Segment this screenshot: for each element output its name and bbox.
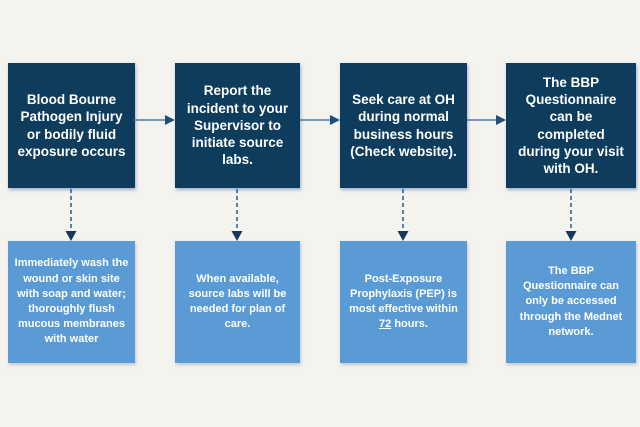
step-text-1: Blood Bourne Pathogen Injury or bodily f… — [17, 91, 126, 159]
step-box-4: The BBP Questionnaire can be completed d… — [506, 63, 636, 188]
note-box-3: Post-Exposure Prophylaxis (PEP) is most … — [340, 241, 467, 363]
note-text-4: The BBP Questionnaire can only be access… — [519, 265, 623, 338]
step-box-3: Seek care at OH during normal business h… — [340, 63, 467, 188]
note-text-3-prefix: Post-Exposure Prophylaxis (PEP) is most … — [349, 272, 458, 315]
flow-arrow-down-4 — [564, 189, 578, 241]
step-text-3: Seek care at OH during normal business h… — [350, 91, 457, 159]
flow-arrow-down-2 — [230, 189, 244, 241]
note-text-1: Immediately wash the wound or skin site … — [14, 257, 129, 346]
arrow-down-dashed-icon — [231, 189, 243, 241]
note-box-1: Immediately wash the wound or skin site … — [8, 241, 135, 363]
flow-arrow-right-1 — [134, 113, 175, 127]
step-box-1: Blood Bourne Pathogen Injury or bodily f… — [8, 63, 135, 188]
flow-arrow-down-1 — [64, 189, 78, 241]
note-box-4: The BBP Questionnaire can only be access… — [506, 241, 636, 363]
note-text-3: Post-Exposure Prophylaxis (PEP) is most … — [346, 270, 461, 335]
step-text-2: Report the incident to your Supervisor t… — [186, 83, 289, 168]
step-box-2: Report the incident to your Supervisor t… — [175, 63, 300, 188]
arrow-down-dashed-icon — [397, 189, 409, 241]
arrow-down-dashed-icon — [565, 189, 577, 241]
note-box-2: When available, source labs will be need… — [175, 241, 300, 363]
arrow-right-icon — [134, 115, 175, 125]
flow-arrow-down-3 — [396, 189, 410, 241]
flow-arrow-right-3 — [467, 113, 506, 127]
note-text-2: When available, source labs will be need… — [188, 272, 287, 331]
arrow-right-icon — [467, 115, 506, 125]
arrow-right-icon — [300, 115, 340, 125]
note-text-3-highlight: 72 — [379, 318, 392, 331]
arrow-down-dashed-icon — [65, 189, 77, 241]
flow-arrow-right-2 — [300, 113, 340, 127]
step-text-4: The BBP Questionnaire can be completed d… — [518, 74, 624, 177]
note-text-3-suffix: hours. — [391, 318, 428, 331]
